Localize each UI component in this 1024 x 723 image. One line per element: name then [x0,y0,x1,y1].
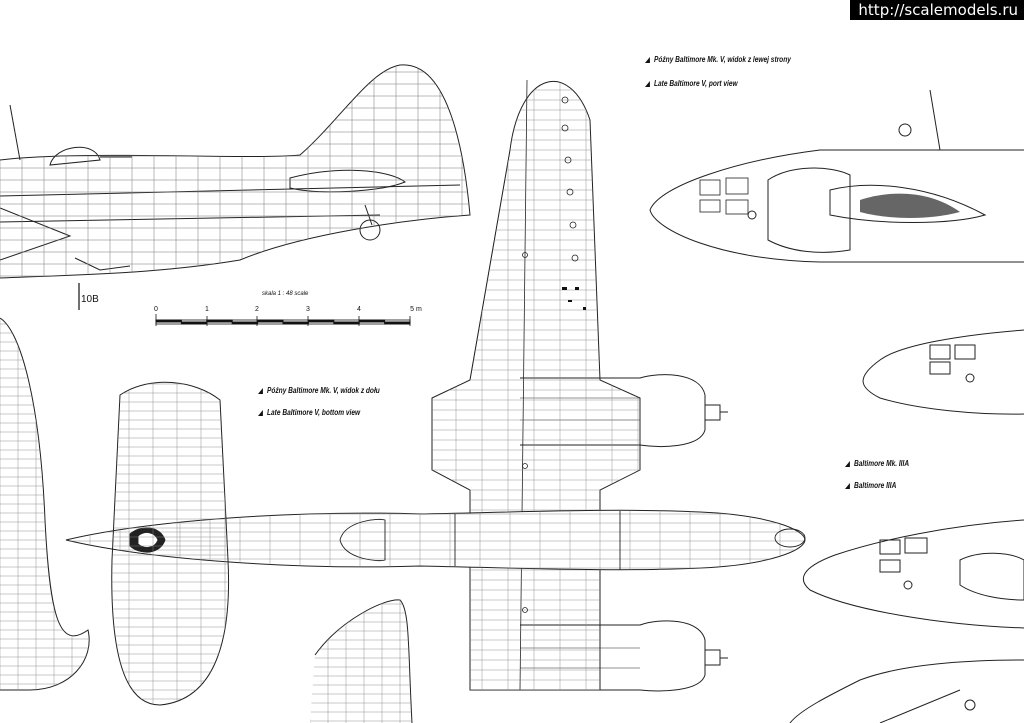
side-view-fuselage [0,64,471,279]
scale-tick-label: 0 [154,306,158,313]
scale-bar-segment [307,319,335,323]
scale-tick-label: 5 m [410,306,422,313]
lower-fin [314,599,413,723]
scale-bar-segment [282,321,309,325]
caption-bottom-pl-text: Późny Baltimore Mk. V, widok z dołu [267,386,380,395]
wing-panel-lines [432,81,640,690]
watermark: http://scalemodels.ru [850,0,1024,20]
triangle-bullet-icon [645,56,650,63]
side-view-panel-lines [0,64,470,278]
triangle-bullet-icon [258,387,263,394]
scale-tick-label: 4 [357,306,361,313]
reference-mark: 10B [81,294,99,305]
scale-tick-label: 2 [255,306,259,313]
scale-tick-label: 3 [306,306,310,313]
left-wing-section [0,317,90,691]
scale-tick-label: 1 [205,306,209,313]
tailplane [111,381,230,706]
caption-bottom-en: Late Baltimore V, bottom view [258,408,360,417]
triangle-bullet-icon [258,409,263,416]
scale-bar-segment [257,319,284,323]
caption-iiia-en: Baltimore IIIA [845,481,896,490]
caption-port-en: Late Baltimore V, port view [645,79,738,88]
tailplane-panel-lines [111,382,229,705]
left-wing-panel-lines [0,318,90,690]
scale-bar-segment [155,319,182,323]
bottom-right-partial [789,659,1024,723]
iiia-nose-lower [802,519,1024,629]
scale-bar-segment [206,319,233,323]
port-view-cockpit-interior [860,193,960,218]
scale-bar [155,314,411,326]
caption-port-en-text: Late Baltimore V, port view [654,79,738,88]
scale-bar-segment [180,321,208,325]
caption-port-pl: Późny Baltimore Mk. V, widok z lewej str… [645,55,791,64]
caption-iiia-en-text: Baltimore IIIA [854,481,897,490]
caption-bottom-en-text: Late Baltimore V, bottom view [267,408,361,417]
caption-port-pl-text: Późny Baltimore Mk. V, widok z lewej str… [654,55,791,64]
scale-title: skala 1 : 48 scale [262,291,309,297]
triangle-bullet-icon [845,460,850,467]
wing-inspection-holes [522,96,579,613]
caption-bottom-pl: Późny Baltimore Mk. V, widok z dołu [258,386,380,395]
iiia-nose-upper [862,329,1024,415]
scale-bar-segment [231,321,259,325]
bottom-view-wing [431,79,728,692]
scale-bar-segment [384,321,411,325]
triangle-bullet-icon [645,80,650,87]
port-view-nose [649,89,1024,263]
wing-access-marks [562,287,586,310]
caption-iiia-pl-text: Baltimore Mk. IIIA [854,459,910,468]
port-view-windows [699,177,749,215]
triangle-bullet-icon [845,482,850,489]
caption-iiia-pl: Baltimore Mk. IIIA [845,459,909,468]
lower-fin-panel-lines [310,599,412,723]
scale-bar-segment [333,321,360,325]
scale-bar-segment [358,319,386,323]
